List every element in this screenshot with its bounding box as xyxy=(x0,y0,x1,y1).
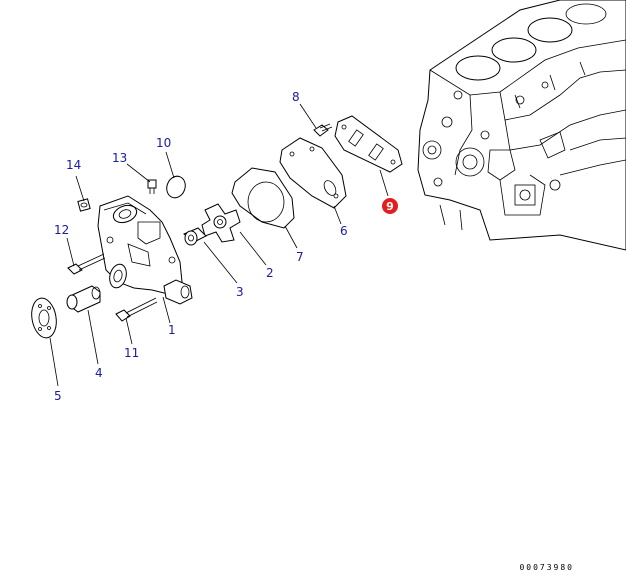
bolt-12 xyxy=(67,253,106,275)
callout-9-marker xyxy=(382,198,398,214)
callout-3[interactable]: 3 xyxy=(236,285,244,299)
figure-code: 00073980 xyxy=(519,563,574,572)
callout-2[interactable]: 2 xyxy=(266,266,274,280)
pulley-flange-5 xyxy=(31,297,57,339)
bolt-11 xyxy=(115,297,158,322)
plug-14 xyxy=(77,198,91,212)
callout-14[interactable]: 14 xyxy=(66,158,81,172)
leader-lines xyxy=(49,103,389,387)
callout-1[interactable]: 1 xyxy=(168,323,176,337)
callout-10[interactable]: 10 xyxy=(156,136,171,150)
gasket-9 xyxy=(334,115,403,173)
callout-8[interactable]: 8 xyxy=(292,90,300,104)
callout-11[interactable]: 11 xyxy=(124,346,139,360)
plug-13 xyxy=(147,179,157,194)
callout-13[interactable]: 13 xyxy=(112,151,127,165)
callout-4[interactable]: 4 xyxy=(95,366,103,380)
callout-9[interactable]: 9 xyxy=(386,200,394,213)
cover-plate-6 xyxy=(279,137,347,209)
impeller-2 xyxy=(201,203,241,243)
bolt-8 xyxy=(313,123,333,137)
callout-5[interactable]: 5 xyxy=(54,389,62,403)
seal-3 xyxy=(183,227,207,246)
callout-9-highlighted[interactable]: 9 xyxy=(382,198,398,214)
callout-12[interactable]: 12 xyxy=(54,223,69,237)
callout-6[interactable]: 6 xyxy=(340,224,348,238)
callout-7[interactable]: 7 xyxy=(296,250,304,264)
o-ring-10 xyxy=(166,175,186,199)
callouts: 1 2 3 4 5 6 7 8 9 10 11 12 13 14 xyxy=(54,90,398,403)
gasket-7 xyxy=(231,167,295,229)
boss-4 xyxy=(66,285,101,313)
engine-block xyxy=(417,0,626,251)
pump-body-1 xyxy=(97,195,193,305)
